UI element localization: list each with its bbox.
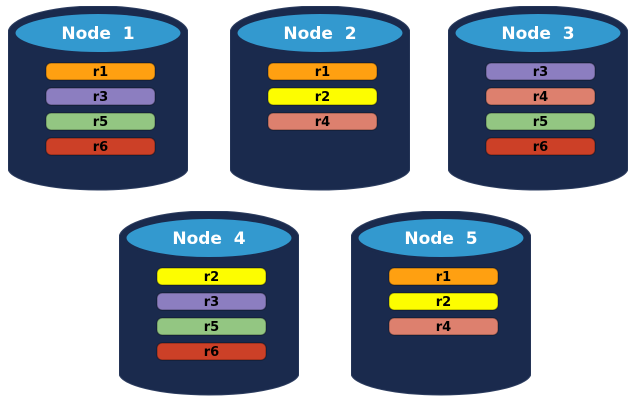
replica-bar: r4 [267,112,378,131]
database-cylinder-icon: Node 1 r1 r3 r5 r6 [7,5,189,191]
replica-label: r6 [533,140,548,155]
replica-label: r1 [436,270,451,285]
database-cylinder-icon: Node 2 r1 r2 r4 [229,5,411,191]
replica-label: r1 [315,65,330,80]
replica-label: r2 [436,295,451,310]
cylinder-top [123,216,295,260]
node-4-cylinder: Node 4 r2 r3 r5 r6 [118,210,300,398]
replica-label: r5 [533,115,548,130]
replica-bar: r3 [156,292,267,311]
replica-bar: r1 [45,62,156,81]
node-5-cylinder: Node 5 r1 r2 r4 [350,210,532,398]
replica-label: r4 [315,115,330,130]
node-label: Node 5 [404,229,477,249]
replica-bar: r4 [388,317,499,336]
replica-bar: r5 [156,317,267,336]
node-2-cylinder: Node 2 r1 r2 r4 [229,5,411,193]
replica-label: r2 [204,270,219,285]
replica-label: r2 [315,90,330,105]
replica-bar: r2 [388,292,499,311]
node-label: Node 3 [501,24,574,44]
cylinder-top [234,11,406,55]
cylinder-top [355,216,527,260]
replica-bar: r1 [267,62,378,81]
replica-label: r6 [204,345,219,360]
replica-bar: r6 [45,137,156,156]
node-label: Node 4 [172,229,245,249]
database-cylinder-icon: Node 5 r1 r2 r4 [350,210,532,396]
replica-label: r5 [204,320,219,335]
node-3-cylinder: Node 3 r3 r4 r5 r6 [447,5,629,193]
node-label: Node 2 [283,24,356,44]
replica-label: r5 [93,115,108,130]
database-cylinder-icon: Node 3 r3 r4 r5 r6 [447,5,629,191]
node-label: Node 1 [61,24,134,44]
cylinder-top [12,11,184,55]
replica-bar: r2 [267,87,378,106]
database-cylinder-icon: Node 4 r2 r3 r5 r6 [118,210,300,396]
node-1-cylinder: Node 1 r1 r3 r5 r6 [7,5,189,193]
replica-label: r3 [533,65,548,80]
replica-label: r4 [436,320,451,335]
replica-bar: r5 [45,112,156,131]
cylinder-top [452,11,624,55]
replica-label: r3 [204,295,219,310]
replica-bar: r6 [156,342,267,361]
replica-label: r1 [93,65,108,80]
replica-bar: r2 [156,267,267,286]
replica-bar: r3 [45,87,156,106]
replica-label: r3 [93,90,108,105]
replica-bar: r5 [485,112,596,131]
replica-label: r4 [533,90,548,105]
replica-bar: r3 [485,62,596,81]
replica-bar: r6 [485,137,596,156]
replica-bar: r4 [485,87,596,106]
replica-label: r6 [93,140,108,155]
replica-bar: r1 [388,267,499,286]
